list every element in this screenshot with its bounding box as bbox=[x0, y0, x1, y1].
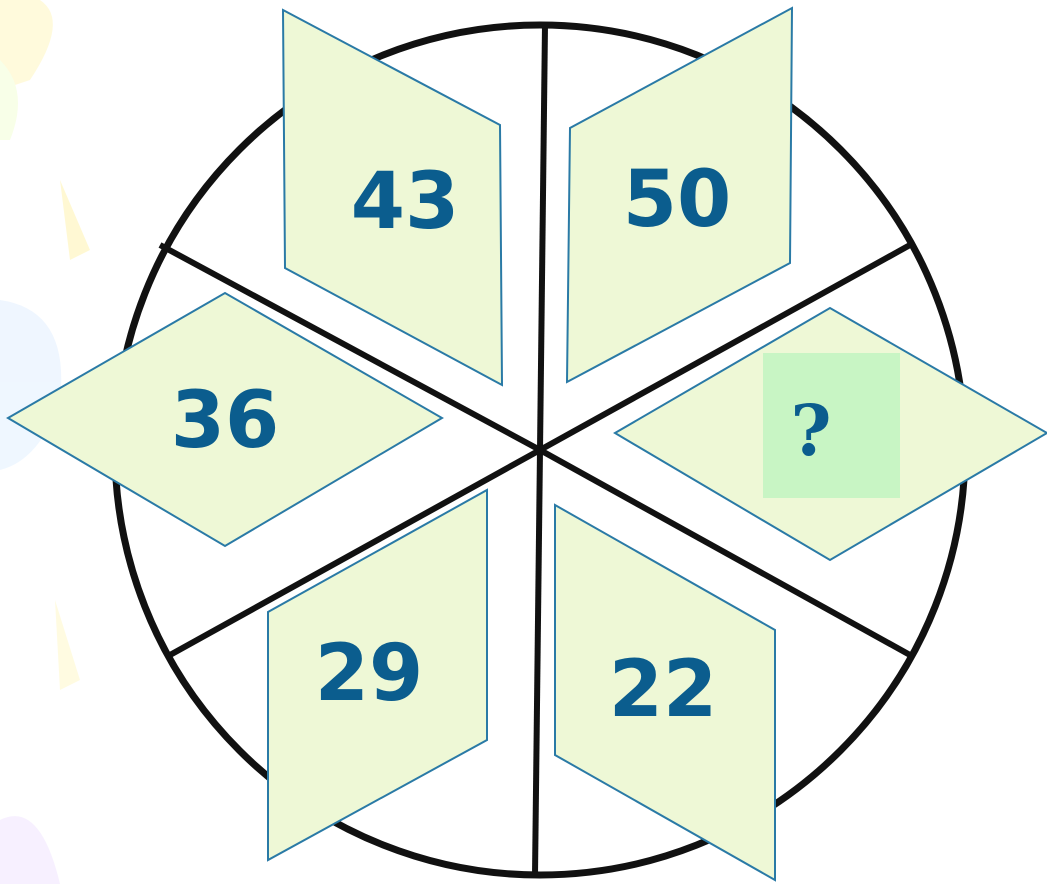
value-top-right: 50 bbox=[623, 155, 732, 245]
value-bottom-left: 29 bbox=[315, 629, 424, 719]
value-left: 36 bbox=[171, 376, 280, 466]
value-top-left: 43 bbox=[351, 157, 460, 247]
value-bottom-right: 22 bbox=[609, 645, 718, 735]
value-right-unknown: ? bbox=[790, 389, 831, 472]
